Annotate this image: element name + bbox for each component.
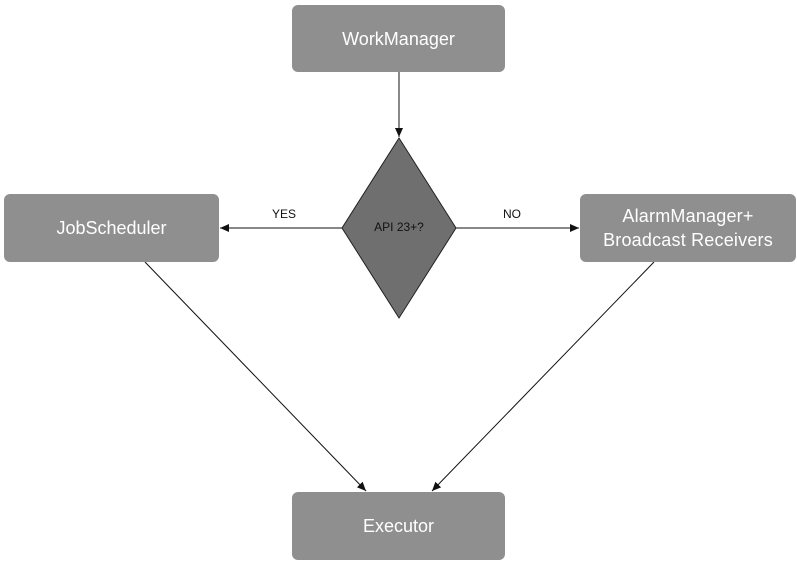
node-executor-label: Executor (362, 516, 435, 536)
edge-jobscheduler-to-executor (144, 261, 367, 492)
node-workmanager: WorkManager (292, 5, 505, 72)
node-alarmmanager: AlarmManager+ Broadcast Receivers (580, 194, 796, 262)
edge-label-yes: YES (272, 207, 297, 221)
decision-diamond (341, 137, 457, 319)
decision-label: API 23+? (374, 220, 424, 234)
node-jobscheduler: JobScheduler (4, 194, 219, 262)
node-alarmmanager-label: AlarmManager+ Broadcast Receivers (603, 206, 773, 250)
node-jobscheduler-label: JobScheduler (56, 218, 167, 238)
node-workmanager-label: WorkManager (342, 28, 455, 49)
node-executor: Executor (292, 492, 505, 560)
edge-alarmmanager-to-executor (431, 261, 655, 492)
edge-label-no: NO (503, 207, 521, 221)
